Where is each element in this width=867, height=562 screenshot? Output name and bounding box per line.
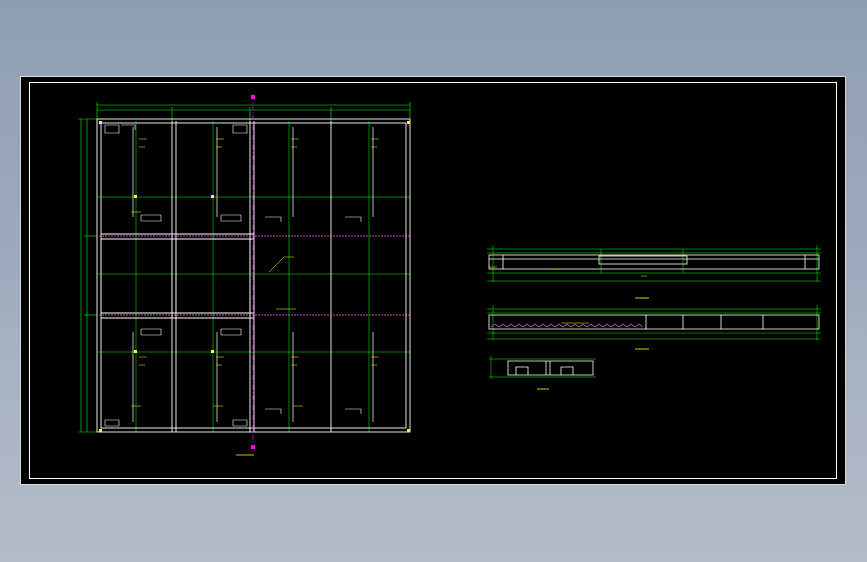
column-markers — [99, 121, 410, 432]
section-detail-3 — [489, 356, 596, 390]
section-2-rebar — [490, 323, 644, 328]
cad-canvas[interactable] — [21, 77, 847, 486]
room-walls — [100, 121, 332, 432]
top-dimension-chain — [96, 102, 411, 121]
drawing-sheet — [20, 76, 846, 485]
section-elevation-1 — [487, 245, 821, 299]
drawing-frame — [29, 82, 837, 479]
annotation-tags — [131, 138, 379, 407]
floor-plan — [78, 95, 411, 456]
left-dimension-chain — [78, 118, 97, 433]
axis-grid — [97, 121, 410, 432]
rebar-strips — [99, 235, 410, 316]
corner-details — [104, 124, 362, 427]
partitions — [132, 127, 374, 422]
section-elevation-2 — [487, 305, 821, 350]
outer-walls — [96, 118, 411, 433]
section-cut-marks — [251, 95, 255, 449]
